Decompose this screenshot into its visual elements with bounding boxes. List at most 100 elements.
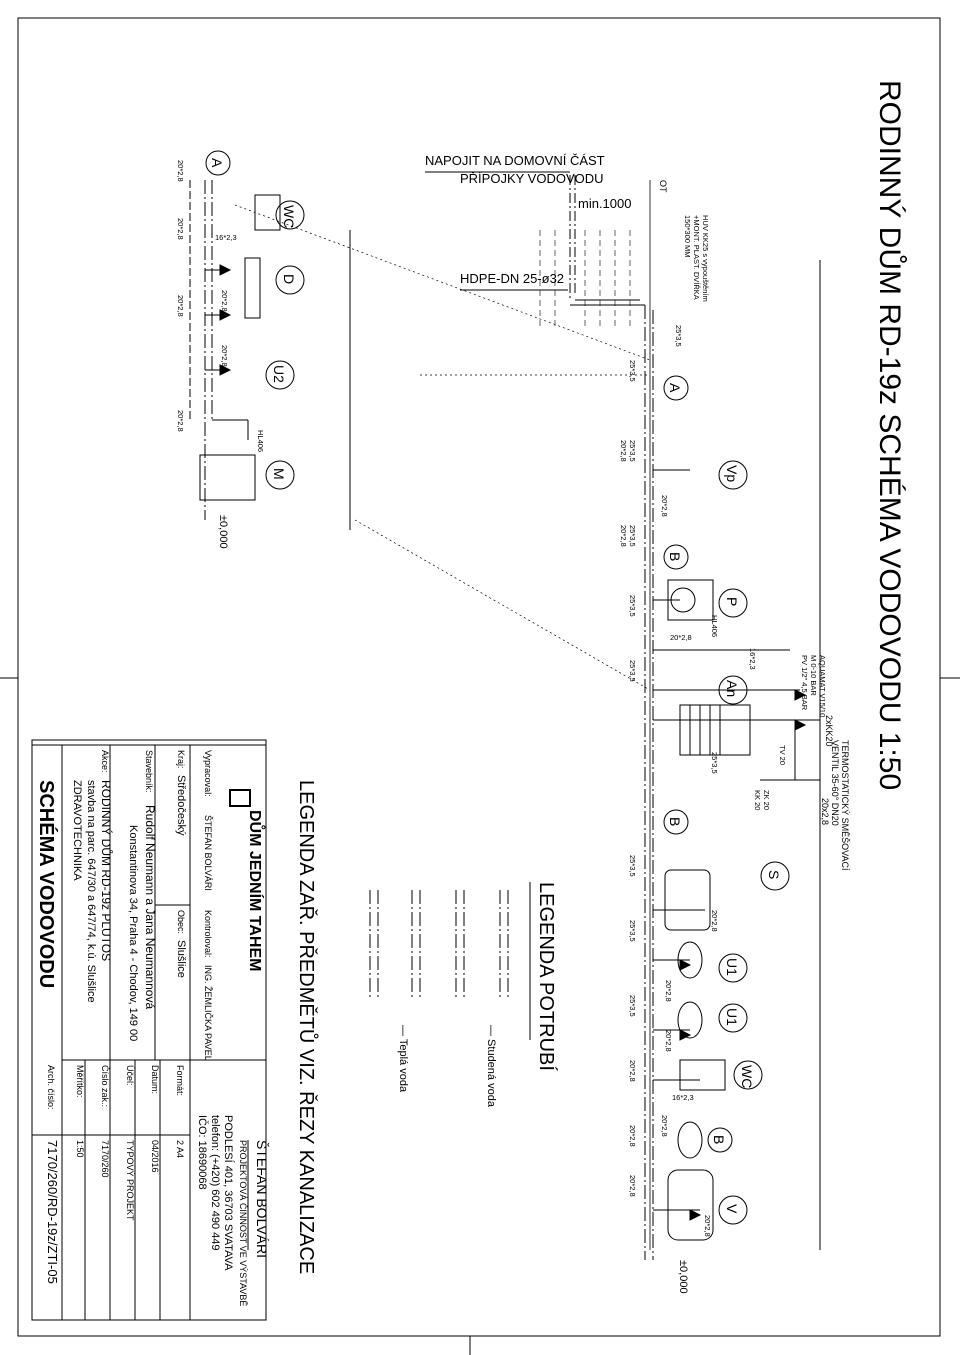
note-kk20b: KK 20: [753, 790, 762, 810]
meritko-value: 1:50: [75, 1140, 85, 1158]
stavebnik-value-2: Konstantinova 34, Praha 4 - Chodov, 149 …: [127, 825, 139, 1041]
riser-b-2: [663, 809, 689, 835]
note-aquamat-1: AQUAMAT V15/10: [818, 655, 827, 717]
pipe-label-r-11: 16*2,3: [748, 648, 757, 670]
riser-b-1-label: B: [667, 552, 683, 561]
legend-cold: — Studená voda: [485, 1025, 497, 1108]
note-valve-3: 150*300 MM: [683, 215, 692, 258]
pipe-label-r-14: 20*2,8: [710, 910, 719, 932]
note-aquamat-2: M 0-10 BAR: [809, 655, 818, 696]
fixture-wc-left: WC: [281, 205, 297, 228]
shower-s: [664, 869, 711, 931]
note-level-right: ±0,000: [677, 1260, 689, 1294]
pipe-label-r-3: 25*3,5: [628, 440, 637, 462]
note-hl406-right: HL406: [710, 615, 719, 637]
riser-markers: [205, 150, 733, 1153]
pipe-label-r-4: 20*2,8: [619, 440, 628, 462]
note-zk20: ZK 20: [762, 790, 771, 810]
pipe-label-r-18: 20*2,8: [664, 1030, 673, 1052]
ucel-label: Účel:: [125, 1065, 135, 1086]
zak-label: Číslo zak.:: [100, 1065, 110, 1107]
meritko-label: Měřítko:: [75, 1065, 85, 1098]
arch-value: 7170/260/RD-19z/ZTI-05: [45, 1140, 60, 1284]
pipe-label-r-7: 20*2,8: [619, 525, 628, 547]
pipe-label-r-2: 25*3,5: [628, 360, 637, 382]
pipe-label-left-1: 20*2,8: [176, 160, 185, 182]
pipe-label-r-17: 25*3,5: [628, 995, 637, 1017]
sheet-frame: [17, 17, 941, 1337]
note-tv20: TV 20: [778, 745, 787, 765]
pipe-label-left-6: 20*2,8: [220, 290, 229, 312]
zak-value: 7170/260: [100, 1140, 110, 1178]
fixture-u2: U2: [271, 365, 287, 383]
riser-b-3: [707, 1127, 733, 1153]
pipe-label-r-13: 25*3,5: [628, 855, 637, 877]
riser-b-1: [663, 544, 689, 570]
note-min-depth: min.1000: [578, 196, 631, 211]
equipment: [199, 194, 751, 1241]
fixture-p: P: [724, 597, 740, 606]
vypracoval-value: ŠTEFAN BOLVÁRI: [203, 815, 213, 891]
designer-phone: telefon: (+420) 602 490 449: [209, 1115, 221, 1250]
pipe-label-r-19: 20*2,8: [628, 1060, 637, 1082]
note-p20x28: 20x2,8: [820, 798, 830, 825]
main-pipes: [189, 175, 820, 1260]
pipe-label-r-20: 16*2,3: [672, 1093, 694, 1102]
datum-value: 04/2016: [150, 1140, 160, 1173]
logo-icon: [229, 789, 251, 807]
fixture-vp: Vp: [724, 465, 740, 482]
note-connect-1: NAPOJIT NA DOMOVNÍ ČÁST: [425, 153, 605, 168]
pipe-label-left-4: 20*2,8: [176, 410, 185, 432]
pipe-label-left-7: 20*2,8: [220, 345, 229, 367]
note-hdpe: HDPE-DN 25-ø32: [460, 271, 564, 286]
washbasin-d: [244, 257, 261, 319]
pipe-label-r-1: 25*3,5: [674, 325, 683, 347]
pipe-label-left-3: 20*2,8: [176, 295, 185, 317]
akce-value-1: RODINNÝ DŮM RD-19z PLUTOS: [99, 780, 114, 961]
note-thermo-1: TERMOSTATICKÝ SMĚŠOVACÍ: [840, 740, 850, 871]
fixture-u1-a: U1: [724, 958, 740, 976]
designer-name: ŠTEFAN BOLVÁRI: [254, 1140, 270, 1258]
datum-label: Datum:: [150, 1065, 160, 1094]
akce-value-3: ZDRAVOTECHNIKA: [71, 780, 83, 881]
legend-hot: — Teplá voda: [397, 1025, 409, 1093]
kontroloval-label: Kontroloval:: [203, 910, 213, 958]
pipe-label-r-12: 25*3,5: [710, 752, 719, 774]
akce-value-2: stavba na parc. 647/30 a 647/74, k.ú. Sl…: [85, 780, 97, 1003]
boiler-p: [667, 579, 714, 621]
riser-b-3-label: B: [711, 1135, 727, 1144]
logo-text: DŮM JEDNÍM TAHEM: [246, 810, 266, 971]
stavebnik-value-1: Rudolf Neumann a Jana Neumannová: [143, 805, 157, 1009]
designer-role: PROJEKTOVÁ ČINNOST VE VÝSTAVBĚ: [238, 1140, 248, 1306]
washing-machine: [199, 454, 256, 501]
sheet-title: SCHÉMA VODOVODU: [35, 780, 58, 988]
riser-a-left-label: A: [209, 158, 225, 168]
pipe-label-left-2: 20*2,8: [176, 218, 185, 240]
note-connect-2: PŘÍPOJKY VODOVODU: [460, 171, 604, 186]
note-valve-1: HUV KK25 s vypouštěním: [701, 215, 710, 302]
note-level-left: ±0,000: [217, 515, 229, 549]
note-valve-2: +MONT. PLAST. DVÍŘKA: [692, 215, 701, 300]
fixture-an: An: [724, 680, 740, 697]
akce-label: Akce:: [100, 750, 110, 773]
riser-a-left: [205, 150, 231, 176]
note-thermo-2: VENTIL 35-60° DN20: [830, 740, 840, 826]
fixture-markers-right: [718, 460, 790, 1225]
wc-right-tank: [679, 1059, 726, 1091]
fixture-s: S: [766, 870, 782, 879]
note-ot: OT: [658, 180, 668, 193]
riser-a-right: [663, 375, 689, 401]
title-block: [31, 739, 267, 1321]
fixtures-legend-note: LEGENDA ZAŘ. PŘEDMĚTŮ VIZ. ŘEZY KANALIZA…: [295, 780, 319, 1274]
note-hl406-left: HL406: [256, 430, 265, 452]
kontroloval-value: ING. ŽEMLIČKA PAVEL: [203, 965, 213, 1061]
ground-hatch: [539, 230, 631, 330]
water-heater: [679, 704, 751, 756]
format-value: 2 A4: [175, 1140, 185, 1158]
pipe-label-r-10: 20*2,8: [670, 633, 692, 642]
kraj-value: Středočeský: [175, 775, 187, 836]
designer-ico: IČO: 18690068: [196, 1115, 209, 1190]
pipe-label-r-24: 20*2,8: [703, 1215, 712, 1237]
arch-label: Arch. číslo:: [46, 1065, 56, 1110]
